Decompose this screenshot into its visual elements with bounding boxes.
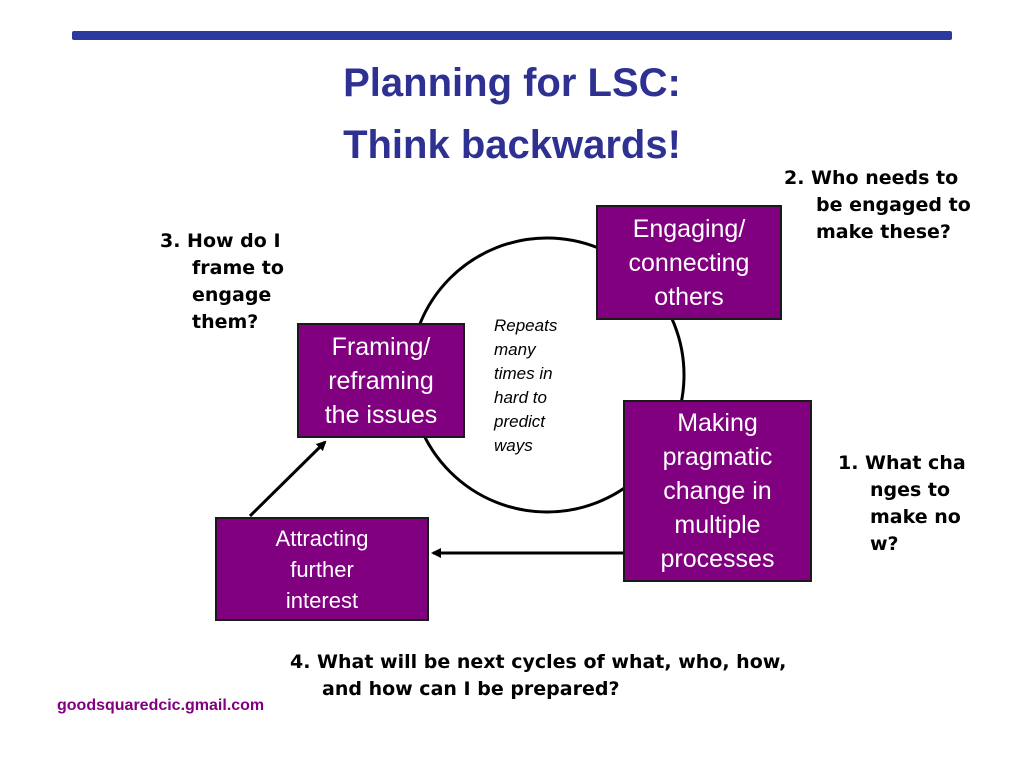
box-making-line-1: Making [677,409,758,437]
box-engaging-line-3: others [654,282,724,311]
question-4-next-cycles: 4. What will be next cycles of what, who… [290,649,830,703]
box-making-pragmatic-change: Making pragmatic change in multiple proc… [623,400,812,582]
box-engaging-connecting: Engaging/ connecting others [596,205,782,320]
question-1-what-changes: 1. What changes to make now? [838,450,966,558]
box-attracting-line-2: further [290,556,354,582]
question-2-text: 2. Who needs to be engaged to make these… [784,167,971,243]
note-line-5: predict [494,412,546,431]
note-line-4: hard to [494,388,547,407]
top-divider-bar [72,31,952,40]
title-line-2: Think backwards! [343,123,681,167]
question-4-text: 4. What will be next cycles of what, who… [290,651,787,700]
question-2-who-needs: 2. Who needs to be engaged to make these… [784,165,989,246]
box-attracting-line-1: Attracting [275,525,369,551]
box-attracting-line-3: interest [285,587,359,613]
box-engaging-line-2: connecting [628,248,750,277]
question-3-text: 3. How do I frame to engage them? [160,230,284,333]
footer-contact: goodsquaredcic.gmail.com [57,697,265,714]
arrow-attracting-to-framing [248,440,327,518]
box-framing-line-1: Framing/ [331,332,431,361]
note-line-3: times in [494,364,553,383]
box-attracting-interest: Attracting further interest [215,517,429,621]
box-making-line-2: pragmatic [662,443,773,471]
page-title: Planning for LSC: Think backwards! [0,52,1024,176]
box-making-line-5: processes [660,545,775,573]
box-making-line-3: change in [663,477,772,505]
note-line-6: ways [494,436,533,455]
note-line-1: Repeats [494,316,558,335]
box-making-line-4: multiple [674,511,761,539]
question-3-how-do-i-frame: 3. How do I frame to engage them? [160,228,292,336]
question-1-text: 1. What changes to make now? [838,452,966,555]
box-engaging-line-1: Engaging/ [632,214,746,243]
box-framing-reframing: Framing/ reframing the issues [297,323,465,438]
title-line-1: Planning for LSC: [343,61,681,105]
note-line-2: many [494,340,536,359]
box-framing-line-3: the issues [324,400,438,429]
box-framing-line-2: reframing [328,366,434,395]
cycle-note: Repeats many times in hard to predict wa… [494,314,604,458]
